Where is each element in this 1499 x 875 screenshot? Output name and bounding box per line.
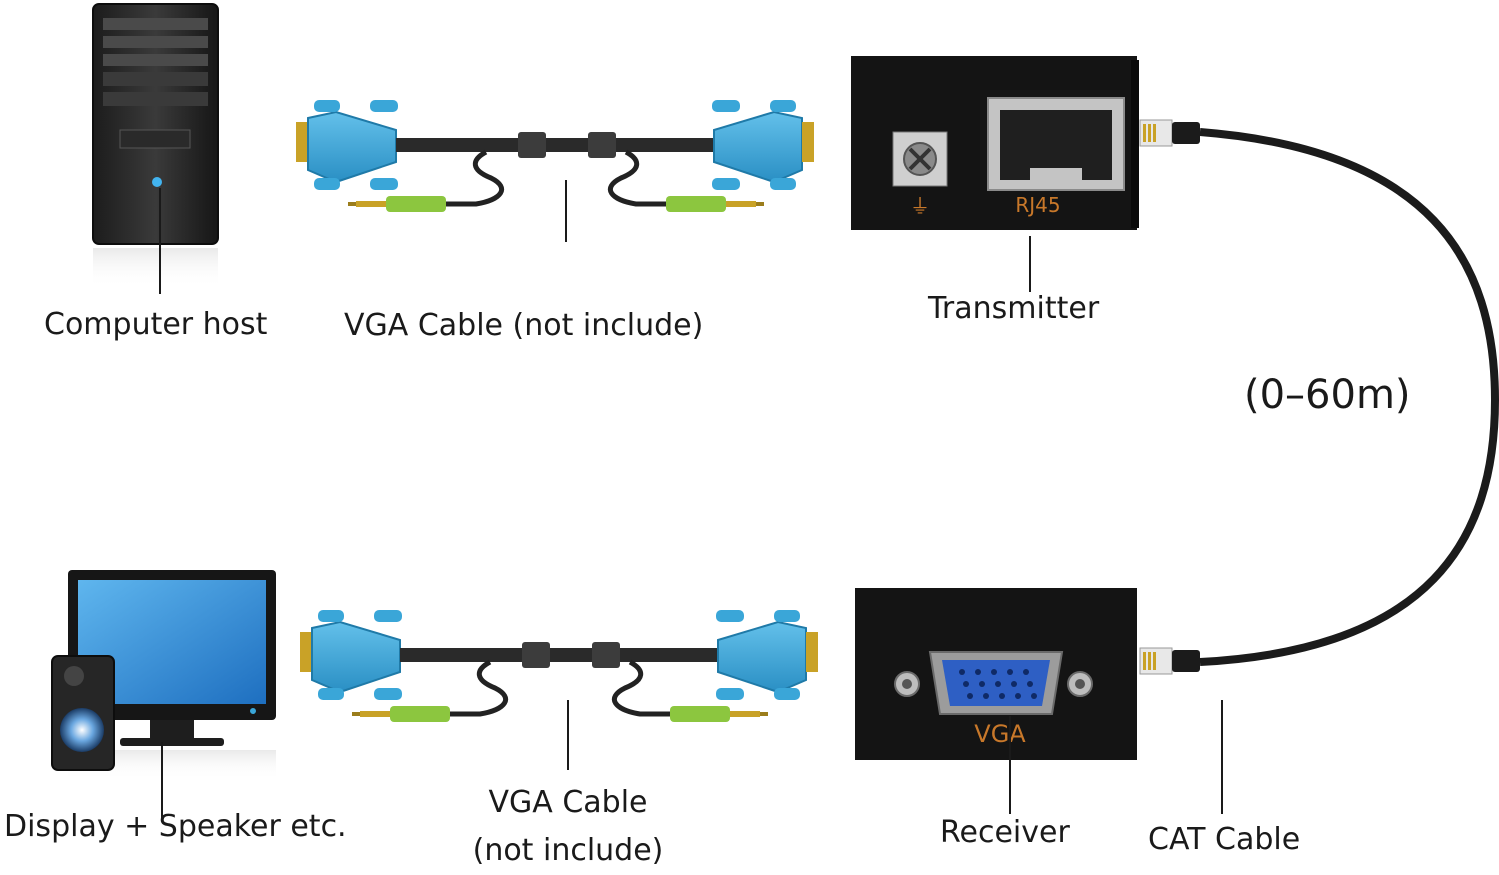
vga-cable-top-icon [296,100,814,212]
transmitter-label: Transmitter [928,291,1100,326]
vga-port-marking: VGA [974,720,1026,748]
computer-host-label: Computer host [44,307,268,342]
receiver-device-icon [855,588,1137,760]
ground-symbol-marking: ⏚ [910,194,930,218]
computer-tower-icon [92,3,219,288]
transmitter-device-icon [851,56,1139,230]
display-speaker-label: Display + Speaker etc. [4,809,347,844]
vga-cable-bottom-icon [300,610,818,722]
rj45-port-marking: RJ45 [1015,193,1060,217]
vga-cable-bottom-label: VGA Cable [488,785,648,820]
cat-cable-icon [1139,119,1499,675]
speaker-icon [51,655,115,771]
vga-cable-bottom-note: (not include) [472,833,664,868]
receiver-label: Receiver [940,815,1070,850]
distance-label: (0–60m) [1244,372,1411,418]
cat-cable-label: CAT Cable [1148,822,1301,857]
vga-cable-top-label: VGA Cable (not include) [344,308,704,343]
